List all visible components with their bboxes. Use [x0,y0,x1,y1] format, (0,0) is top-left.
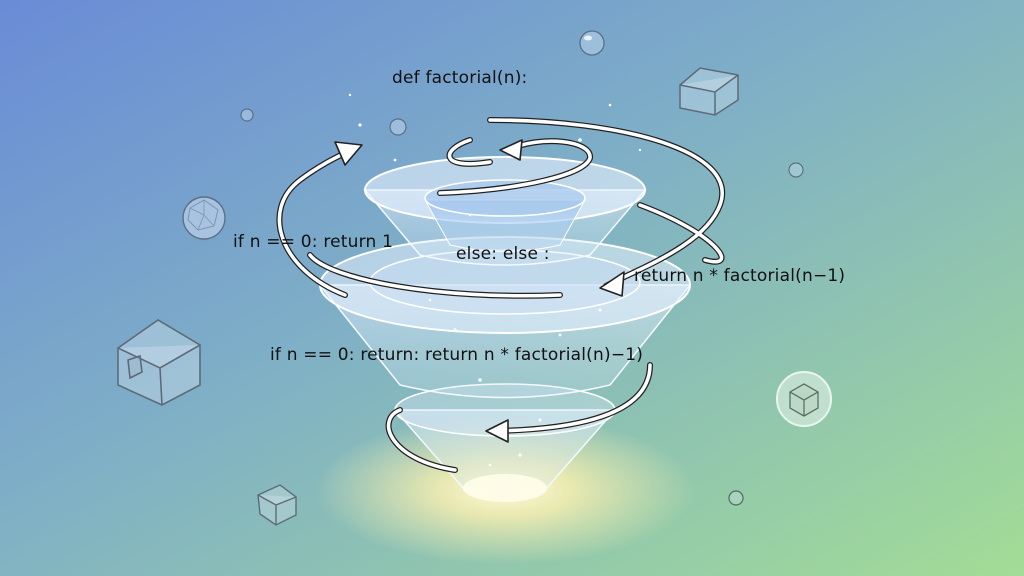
code-label-else: else: else : [456,244,550,264]
bubble-small-left [240,108,804,178]
code-label-combined: if n == 0: return: return n * factorial(… [270,345,644,365]
cube-in-bubble [789,383,819,417]
sparkle-particles [348,93,642,467]
code-label-recursive-return: return n * factorial(n−1) [634,266,846,286]
cube-left [117,319,201,406]
code-label-def: def factorial(n): [392,68,528,88]
bubble-faceted-left [182,196,226,240]
cube-bottom-left [257,484,297,526]
bubble-top [579,30,605,56]
recursion-arrows [276,117,726,473]
cube-top-right [679,67,739,116]
code-label-base-case: if n == 0: return 1 [233,232,394,252]
bubble-bottom-right [728,490,744,506]
bubble-right [776,371,832,427]
